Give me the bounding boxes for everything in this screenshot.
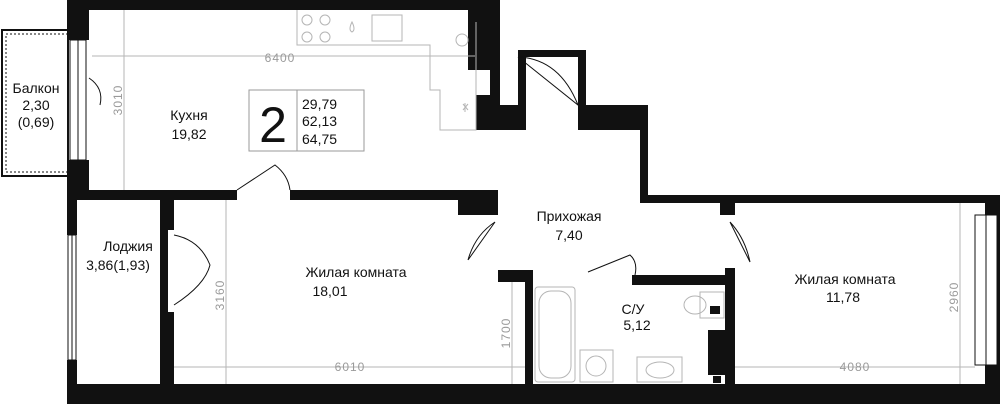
- bathroom-name: С/У: [622, 301, 645, 317]
- wall-kitchen-living-right: [290, 190, 475, 200]
- bath-shaft: [710, 306, 720, 314]
- kitchen-area: 19,82: [171, 126, 206, 142]
- wall-bath-left: [525, 270, 533, 404]
- bathroom-fixtures: [534, 286, 725, 383]
- wall-kitchen-corner: [500, 105, 520, 130]
- washing-machine: [579, 349, 614, 383]
- living-right-name: Жилая комната: [794, 271, 895, 287]
- hallway-area: 7,40: [555, 227, 582, 243]
- loggia-area: 3,86(1,93): [86, 257, 150, 273]
- wall-left-kitchen: [67, 0, 89, 40]
- dim-kitchen-width: 6400: [265, 51, 296, 65]
- wall-top-left: [67, 0, 500, 10]
- boiler-icon: [455, 33, 469, 47]
- door-loggia: [173, 234, 211, 306]
- wall-left-loggia: [67, 195, 77, 235]
- kitchen-sink: [371, 14, 403, 42]
- dim-living-right-depth: 2960: [947, 282, 961, 313]
- stove-burner: [319, 14, 331, 26]
- wall-hall-upper-right: [578, 105, 648, 130]
- stove-burner: [319, 31, 331, 43]
- washbasin-bowl: [645, 361, 675, 379]
- room-labels: Кухня 19,82 Балкон 2,30 (0,69) Лоджия 3,…: [13, 80, 896, 333]
- living-left-area: 18,01: [312, 283, 347, 299]
- wall-kitchen-right-lower: [476, 95, 500, 130]
- loggia-name: Лоджия: [103, 238, 153, 254]
- wall-bath-top-right: [632, 275, 732, 285]
- dimension-lines: [92, 10, 975, 384]
- wall-kitchen-living: [67, 190, 237, 200]
- windows: [67, 39, 998, 366]
- wall-notch-top: [518, 50, 580, 57]
- toilet-bowl: [683, 295, 707, 315]
- vent-icon: [462, 103, 469, 112]
- bath-shaft: [710, 354, 720, 362]
- living-left-name: Жилая комната: [305, 264, 406, 280]
- walls: [67, 0, 1000, 404]
- balcony-area: 2,30: [22, 97, 49, 113]
- rooms-count: 2: [259, 97, 287, 153]
- total-area: 62,13: [302, 113, 337, 129]
- wall-bath-right-block: [708, 330, 735, 375]
- door-kitchen-living: [236, 164, 291, 191]
- balcony-name: Балкон: [13, 80, 60, 96]
- bath-shaft: [710, 338, 720, 346]
- living-right-area: 11,78: [826, 289, 860, 305]
- door-hall-entry: [517, 56, 580, 107]
- washing-machine-drum: [585, 355, 607, 377]
- wall-bottom: [67, 384, 1000, 404]
- dim-kitchen-depth: 3010: [111, 85, 125, 116]
- washbasin: [636, 356, 683, 383]
- wall-left-loggia-lower: [67, 360, 77, 404]
- dimension-labels: 6400 3010 6010 3160 1700 4080 2960: [111, 51, 961, 374]
- stove-burner: [301, 31, 313, 43]
- toilet: [699, 291, 725, 319]
- wall-hall-right-vertical: [640, 105, 648, 200]
- living-area: 29,79: [302, 96, 337, 112]
- kitchen-fixtures: [296, 10, 477, 131]
- wall-notch-vertical: [518, 50, 526, 130]
- doors: [88, 56, 751, 306]
- bathtub: [534, 286, 576, 383]
- dim-living-left-depth: 3160: [213, 280, 227, 311]
- bath-shaft: [713, 376, 721, 383]
- total-area-with-balconies: 64,75: [302, 131, 337, 147]
- bathtub-inner: [538, 290, 572, 379]
- faucet-icon: [349, 20, 355, 33]
- hallway-name: Прихожая: [537, 208, 602, 224]
- kitchen-name: Кухня: [170, 107, 207, 123]
- balcony-outline: [1, 29, 69, 177]
- wall-notch-right: [578, 50, 586, 130]
- dim-bathroom-depth: 1700: [499, 318, 513, 349]
- wall-bath-top-left: [498, 270, 533, 282]
- wall-kitchen-right-block: [468, 20, 500, 70]
- door-hall-living: [467, 221, 496, 261]
- wall-loggia-divider: [160, 195, 168, 404]
- door-balcony: [88, 77, 102, 106]
- apartment-badge: 2 29,79 62,13 64,75: [248, 89, 365, 153]
- door-hall-right: [729, 221, 751, 263]
- wall-right-room-top: [640, 195, 1000, 203]
- balcony-area-reduced: (0,69): [18, 114, 55, 130]
- bathroom-area: 5,12: [623, 317, 650, 333]
- dim-living-left-width: 6010: [335, 360, 366, 374]
- balcony: [1, 29, 69, 177]
- wall-divider-block: [458, 190, 498, 215]
- kitchen-counter: [296, 10, 477, 131]
- dim-living-right-width: 4080: [840, 360, 871, 374]
- stove-burner: [301, 14, 313, 26]
- wall-right-room-top-block: [720, 195, 735, 215]
- door-hall-bath: [587, 254, 637, 276]
- badge-frame: [248, 89, 365, 152]
